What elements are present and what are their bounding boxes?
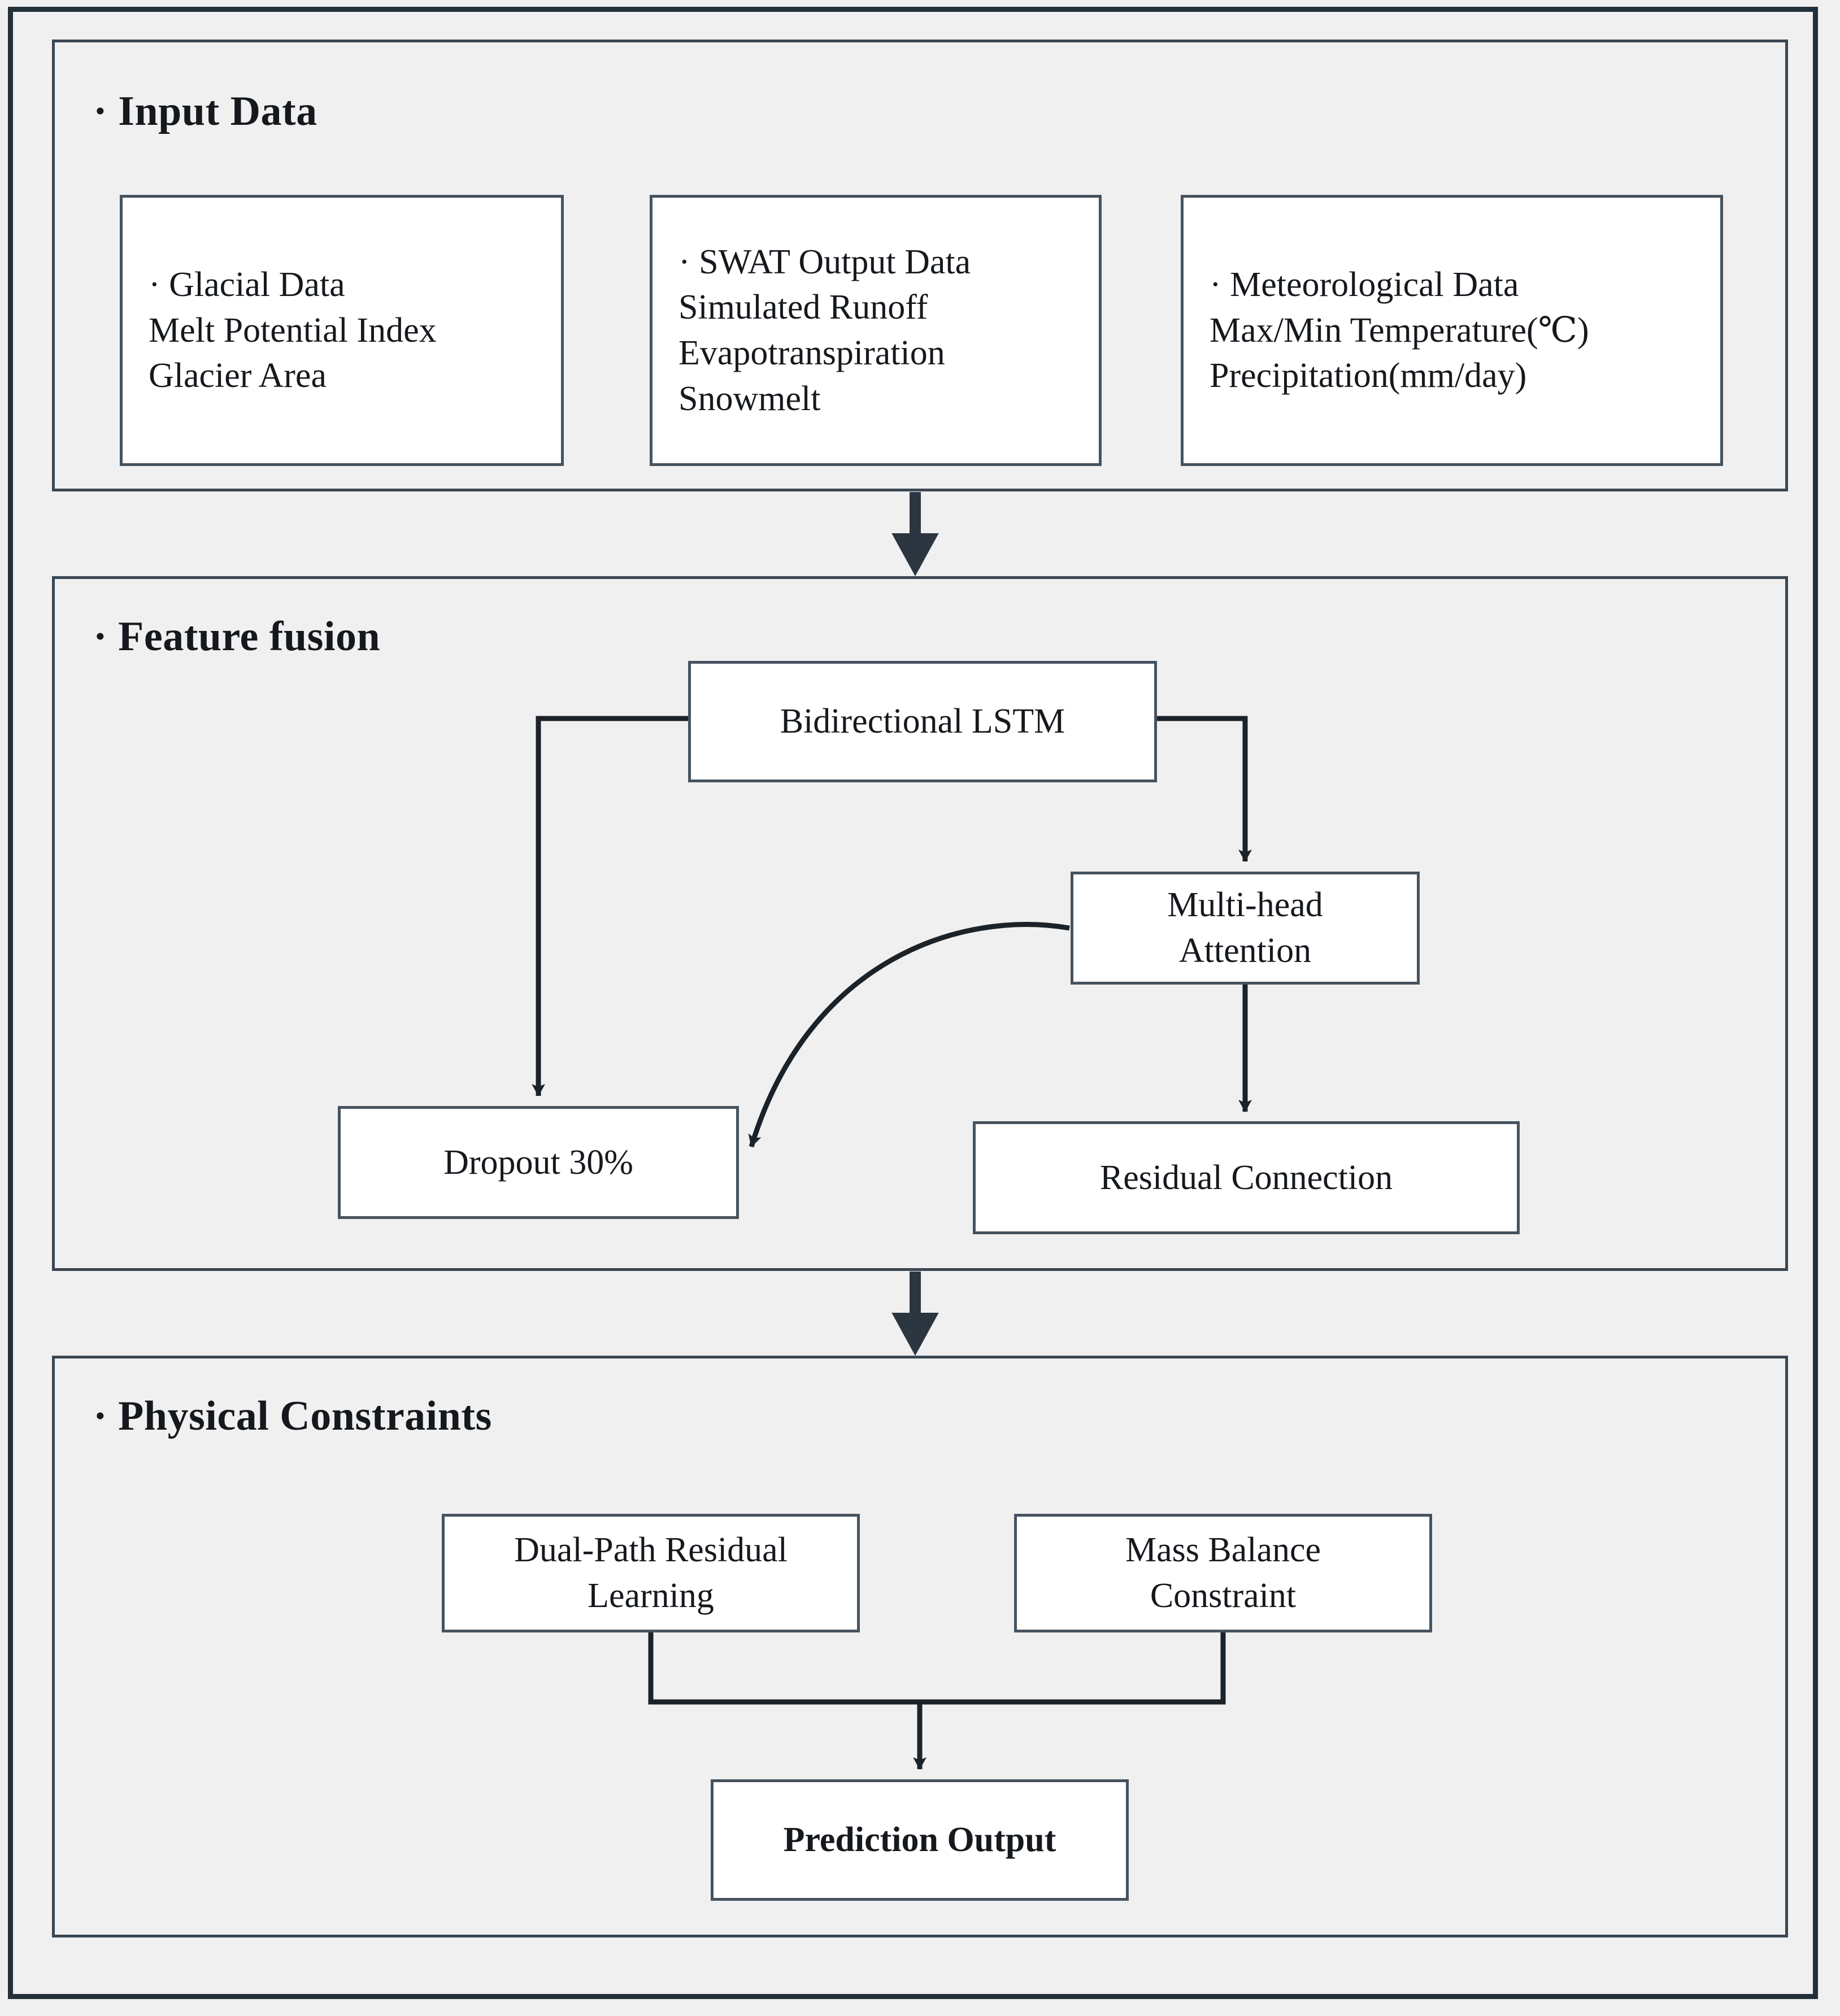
box-dual-path-residual-learning-text: Dual-Path Residual Learning [514,1531,788,1615]
box-meteorological-data: · Meteorological Data Max/Min Temperatur… [1181,195,1723,466]
box-glacial-data-text: · Glacial Data Melt Potential Index Glac… [149,265,437,395]
box-dual-path-residual-learning: Dual-Path Residual Learning [442,1514,860,1632]
box-meteorological-data-text: · Meteorological Data Max/Min Temperatur… [1210,265,1589,395]
box-multi-head-attention: Multi-head Attention [1071,872,1420,985]
box-dropout-text: Dropout 30% [443,1143,633,1182]
box-prediction-output: Prediction Output [711,1779,1129,1901]
box-swat-output-data-text: · SWAT Output Data Simulated Runoff Evap… [678,242,971,418]
box-mass-balance-constraint-text: Mass Balance Constraint [1125,1531,1321,1615]
box-residual-connection-text: Residual Connection [1099,1158,1393,1197]
box-bidirectional-lstm: Bidirectional LSTM [688,661,1157,782]
box-swat-output-data: · SWAT Output Data Simulated Runoff Evap… [650,195,1102,466]
box-mass-balance-constraint: Mass Balance Constraint [1014,1514,1432,1632]
box-dropout: Dropout 30% [338,1106,739,1219]
section-title-feature-fusion: · Feature fusion [93,613,381,660]
section-title-physical-constraints: · Physical Constraints [93,1393,492,1439]
box-prediction-output-text: Prediction Output [783,1821,1056,1860]
box-glacial-data: · Glacial Data Melt Potential Index Glac… [120,195,564,466]
box-bidirectional-lstm-text: Bidirectional LSTM [780,702,1065,741]
box-residual-connection: Residual Connection [973,1121,1520,1234]
section-title-input-data: · Input Data [93,88,317,134]
box-multi-head-attention-text: Multi-head Attention [1167,886,1323,970]
